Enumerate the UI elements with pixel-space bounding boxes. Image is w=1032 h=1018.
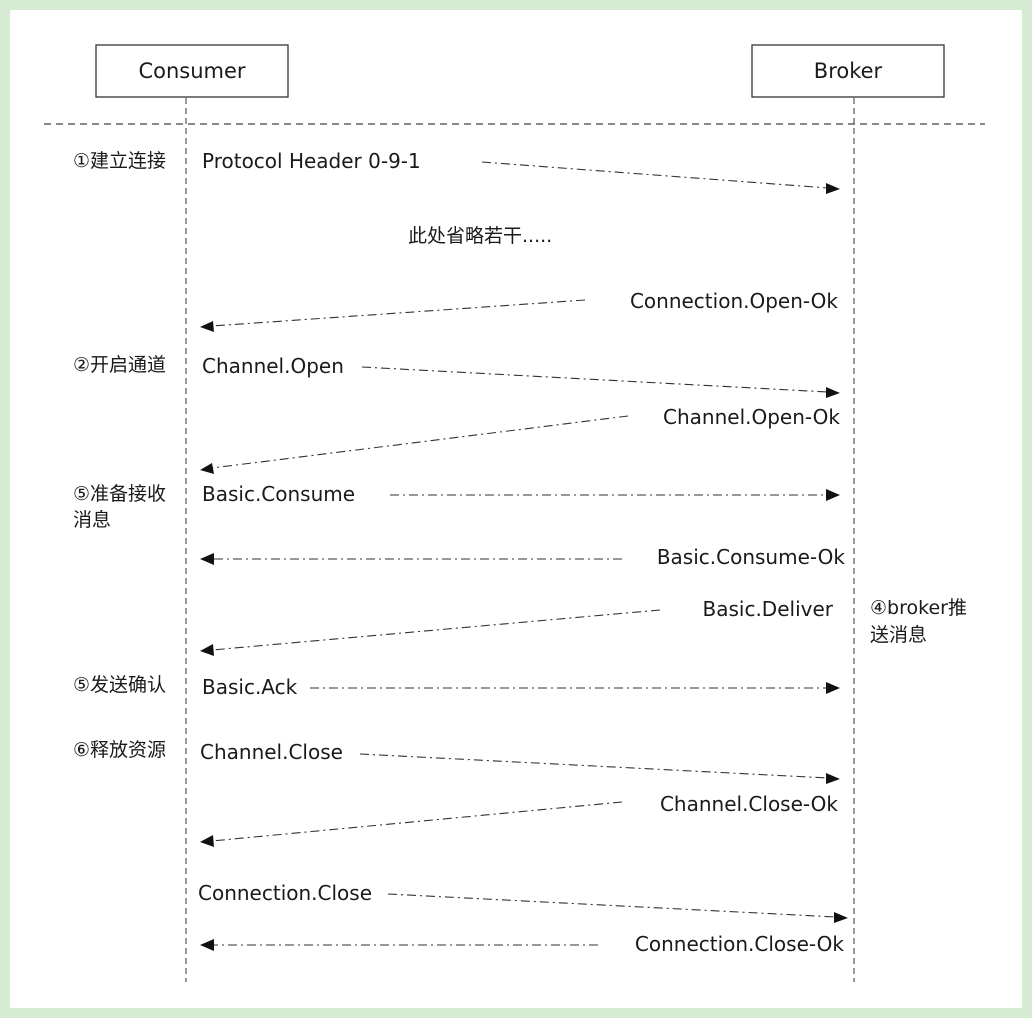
message-arrow-basic-consume [390, 489, 840, 501]
message-arrow-basic-ack [310, 682, 840, 694]
message-arrow-channel-open-ok [200, 415, 629, 474]
message-label-protocol-header: Protocol Header 0-9-1 [202, 149, 421, 173]
message-label-connection-open-ok: Connection.Open-Ok [630, 289, 838, 313]
message-arrow-connection-open-ok [200, 299, 586, 332]
broker-note-line1: ④broker推 [870, 597, 967, 619]
message-arrow-connection-close [387, 893, 848, 923]
sequence-diagram: Consumer Broker ①建立连接 ②开启通道 ⑤准备接收 消息 ⑤发送… [44, 44, 985, 982]
message-arrow-channel-open [361, 366, 840, 398]
step-label-connect: ①建立连接 [73, 150, 166, 172]
step-label-prepare-line1: ⑤准备接收 [73, 483, 166, 505]
message-arrow-basic-consume-ok [200, 553, 622, 565]
message-label-channel-close-ok: Channel.Close-Ok [660, 792, 838, 816]
message-label-basic-consume-ok: Basic.Consume-Ok [657, 545, 846, 569]
message-arrow-basic-deliver [200, 609, 661, 656]
message-label-basic-deliver: Basic.Deliver [703, 597, 834, 621]
message-arrow-connection-close-ok [200, 939, 598, 951]
broker-note-line2: 送消息 [870, 624, 927, 646]
message-label-channel-open: Channel.Open [202, 354, 344, 378]
step-label-open-channel: ②开启通道 [73, 354, 166, 376]
step-label-release: ⑥释放资源 [73, 739, 166, 761]
message-label-basic-consume: Basic.Consume [202, 482, 355, 506]
broker-label: Broker [814, 59, 883, 83]
step-label-ack: ⑤发送确认 [73, 674, 166, 696]
message-label-basic-ack: Basic.Ack [202, 675, 298, 699]
message-arrow-channel-close-ok [200, 801, 623, 847]
consumer-label: Consumer [138, 59, 245, 83]
message-arrow-protocol-header [481, 161, 840, 194]
message-arrow-channel-close [359, 753, 840, 784]
omitted-note: 此处省略若干..... [408, 225, 552, 247]
diagram-frame: Consumer Broker ①建立连接 ②开启通道 ⑤准备接收 消息 ⑤发送… [10, 10, 1022, 1008]
step-label-prepare-line2: 消息 [73, 509, 111, 531]
message-label-connection-close-ok: Connection.Close-Ok [635, 932, 845, 956]
broker-box [751, 44, 945, 98]
consumer-box [95, 44, 289, 98]
message-label-channel-open-ok: Channel.Open-Ok [663, 405, 840, 429]
message-label-connection-close: Connection.Close [198, 881, 372, 905]
message-label-channel-close: Channel.Close [200, 740, 343, 764]
